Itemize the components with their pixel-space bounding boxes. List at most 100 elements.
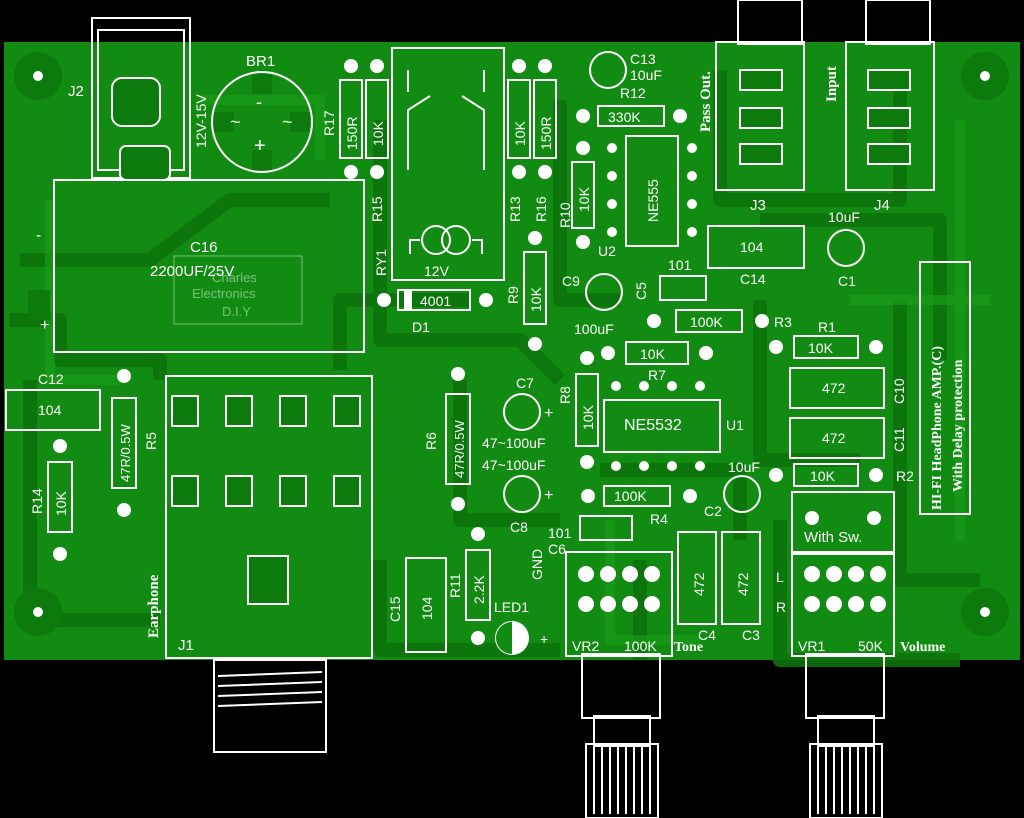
c16-ref: C16 [190, 239, 218, 256]
r16-value: 150R [538, 117, 554, 150]
vr1-ref: VR1 [798, 638, 825, 654]
left-channel-label: L [776, 569, 784, 585]
title-box [919, 261, 971, 515]
ry1-voltage: 12V [424, 263, 450, 279]
r1-body [793, 335, 859, 359]
r1-ref: R1 [818, 319, 836, 335]
j4-label: Input [824, 66, 840, 102]
r14-value: 10K [53, 490, 69, 516]
j2-dc-jack [91, 17, 191, 181]
br1-ref: BR1 [246, 53, 275, 70]
r4-value: 100K [614, 488, 647, 504]
vr2-function: Tone [674, 640, 703, 655]
r12-ref: R12 [620, 85, 646, 101]
svg-text:Electronics: Electronics [192, 286, 256, 301]
title-line-2: With Delay protection [951, 359, 966, 492]
r5-value: 47R/0.5W [118, 423, 133, 482]
vr2-ref: VR2 [572, 638, 599, 654]
c15-body [405, 557, 447, 653]
c14-ref: C14 [740, 271, 766, 287]
r11-ref: R11 [447, 573, 463, 598]
u2-value: NE555 [645, 179, 661, 222]
j4-jack [845, 0, 935, 191]
c13-value: 10uF [630, 67, 662, 83]
br1-plus: + [254, 135, 266, 157]
c7-plus: + [544, 405, 553, 422]
r13-value: 10K [512, 120, 528, 146]
c6-body [579, 515, 633, 541]
c7-body [503, 393, 541, 431]
u2-body [625, 135, 679, 247]
c1-value: 10uF [828, 209, 860, 225]
vr1-function: Volume [900, 640, 945, 655]
r7-value: 10K [640, 346, 666, 362]
j4-ref: J4 [874, 197, 890, 214]
c16-minus: - [36, 227, 41, 244]
j2-ref: J2 [68, 83, 84, 100]
r17-ref: R17 [321, 110, 337, 136]
c4-value: 472 [691, 572, 707, 596]
silk-watermark: Charles Electronics D.I.Y [173, 255, 303, 325]
d1-body [397, 289, 471, 311]
r14-body [47, 461, 73, 533]
r4-body [603, 485, 671, 507]
c8-plus: + [544, 487, 553, 504]
r5-ref: R5 [143, 432, 159, 450]
r9-ref: R9 [505, 286, 521, 304]
c7-value: 47~100uF [482, 435, 545, 451]
r13-ref: R13 [507, 196, 523, 222]
c7-ref: C7 [516, 375, 534, 391]
c16-plus: + [40, 317, 49, 334]
r7-body [625, 341, 689, 365]
c1-ref: C1 [838, 273, 856, 289]
c6-ref: C6 [548, 541, 566, 557]
c13-ref: C13 [630, 51, 656, 67]
r8-value: 10K [580, 404, 596, 430]
br1-tilde-right: ~ [282, 112, 293, 132]
d1-value: 4001 [420, 293, 451, 309]
r7-ref: R7 [648, 367, 666, 383]
r5-body [111, 397, 137, 489]
c3-value: 472 [735, 572, 751, 596]
vr1-volume-pot [791, 491, 895, 818]
c3-ref: C3 [742, 627, 760, 643]
r8-ref: R8 [557, 386, 573, 404]
c16-value: 2200UF/25V [150, 263, 234, 280]
r17-body [339, 79, 363, 159]
r10-ref: R10 [557, 202, 573, 228]
r12-value: 330K [608, 109, 641, 125]
ry1-ref: RY1 [373, 249, 389, 276]
r6-ref: R6 [423, 432, 439, 450]
r3-body [675, 309, 743, 333]
c5-ref: C5 [633, 282, 649, 300]
c2-value: 10uF [728, 459, 760, 475]
c2-ref: C2 [704, 503, 722, 519]
gnd-label: GND [529, 549, 545, 580]
c4-body [677, 531, 717, 625]
j1-label: Earphone [146, 574, 162, 638]
u1-ref: U1 [726, 417, 744, 433]
br1-bridge-rectifier [211, 71, 313, 173]
copper-traces [10, 70, 980, 667]
r6-value: 47R/0.5W [452, 419, 467, 478]
c16-pad-plus [28, 290, 50, 320]
c8-ref: C8 [510, 519, 528, 535]
c9-body [585, 273, 623, 311]
j3-label: Pass Out. [698, 71, 714, 132]
j2-voltage: 12V-15V [193, 94, 209, 148]
led1-plus: + [540, 631, 548, 647]
c10-ref: C10 [891, 378, 907, 404]
j1-ref: J1 [178, 637, 194, 654]
c2-body [723, 475, 761, 513]
c5-value: 101 [668, 257, 692, 273]
c3-body [721, 531, 761, 625]
vr1-knob-ridges [817, 746, 875, 814]
r2-value: 10K [810, 468, 836, 484]
u2-ref: U2 [598, 243, 616, 259]
j3-jack [715, 0, 805, 191]
r9-value: 10K [528, 286, 544, 312]
r3-ref: R3 [774, 314, 792, 330]
r4-ref: R4 [650, 511, 668, 527]
br1-minus: - [256, 92, 262, 112]
r11-value: 2.2K [471, 575, 487, 604]
